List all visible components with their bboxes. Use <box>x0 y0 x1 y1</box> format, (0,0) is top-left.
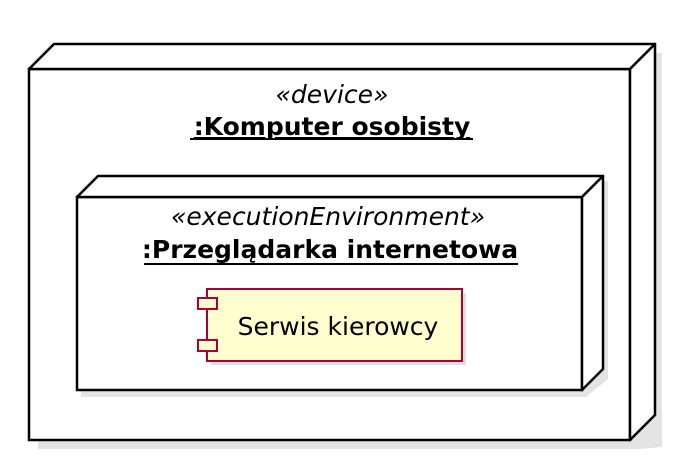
component-serwis-kierowcy[interactable]: Serwis kierowcy <box>197 288 466 365</box>
inner-node-title: :Przeglądarka internetowa <box>142 235 518 264</box>
inner-node-top <box>75 174 605 199</box>
component-port-bottom-icon <box>197 339 218 352</box>
component-port-top-icon <box>197 297 218 310</box>
outer-node-side <box>628 42 657 442</box>
component-body <box>206 288 463 362</box>
inner-node-stereotype: «executionEnvironment» <box>171 202 485 231</box>
outer-node-top <box>27 42 657 71</box>
outer-node-title: :Komputer osobisty <box>194 112 471 141</box>
inner-node-side <box>580 174 605 392</box>
component-label: Serwis kierowcy <box>238 312 439 341</box>
outer-node-stereotype: «device» <box>276 80 389 109</box>
